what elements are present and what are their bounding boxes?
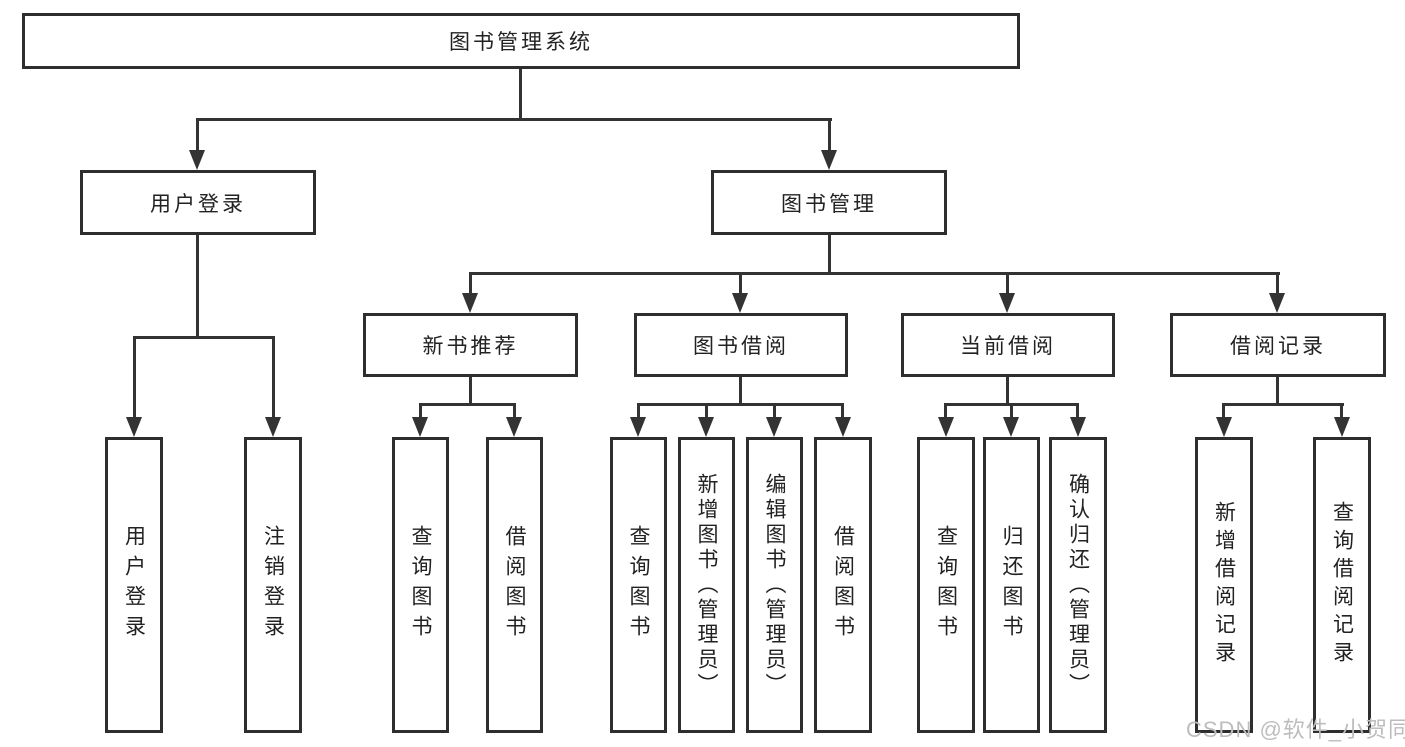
leaf-borrow-add-books-admin-label: 新增图书（管理员） (695, 472, 718, 698)
connector-leaf-stem (419, 403, 422, 417)
arrowhead (189, 150, 205, 170)
leaf-borrow-edit-books-admin-label: 编辑图书（管理员） (763, 472, 786, 698)
connector-leaf-stem (705, 403, 708, 417)
node-book-management-label: 图书管理 (781, 192, 877, 216)
connector-leaf-stem (841, 403, 844, 417)
arrowhead (1003, 417, 1019, 437)
connector-to-current-borrow (1006, 272, 1009, 293)
leaf-current-return-books: 归还图书 (983, 437, 1040, 733)
leaf-user-login-label: 用户登录 (122, 525, 146, 645)
node-new-book-recommend-label: 新书推荐 (422, 335, 519, 358)
arrowhead (766, 417, 782, 437)
connector-to-leaf-user-login (133, 336, 136, 417)
leaf-recommend-query-books-label: 查询图书 (409, 525, 432, 645)
arrowhead (1334, 417, 1350, 437)
connector-to-book-borrow (739, 272, 742, 293)
leaf-current-confirm-return-admin-label: 确认归还（管理员） (1066, 472, 1090, 698)
arrowhead (698, 417, 714, 437)
node-borrow-records-label: 借阅记录 (1230, 335, 1326, 358)
leaf-borrow-borrow-books: 借阅图书 (814, 437, 872, 733)
connector-level3-rail (469, 272, 1280, 275)
csdn-watermark: CSDN @软件_小贺同学 (1186, 717, 1405, 742)
arrowhead (938, 417, 954, 437)
connector-root-stem (519, 69, 522, 118)
arrowhead (412, 417, 428, 437)
leaf-records-query-record: 查询借阅记录 (1313, 437, 1371, 733)
connector-leaf-stem (944, 403, 947, 417)
arrowhead (835, 417, 851, 437)
connector-leaf-stem (1076, 403, 1079, 417)
node-user-login: 用户登录 (80, 170, 316, 235)
connector-leaf-stem (1340, 403, 1343, 417)
connector-recommend-stem (469, 377, 472, 403)
connector-records-rail (1222, 403, 1344, 406)
leaf-recommend-borrow-books-label: 借阅图书 (503, 525, 526, 645)
connector-leaf-stem (773, 403, 776, 417)
leaf-records-query-record-label: 查询借阅记录 (1330, 501, 1354, 669)
arrowhead (1216, 417, 1232, 437)
node-current-borrow-label: 当前借阅 (960, 335, 1056, 358)
node-new-book-recommend: 新书推荐 (363, 313, 578, 377)
connector-user-login-stem (196, 235, 199, 336)
connector-user-login-rail (133, 336, 275, 339)
arrowhead (732, 293, 748, 313)
leaf-recommend-query-books: 查询图书 (392, 437, 449, 733)
arrowhead (1269, 293, 1285, 313)
connector-leaf-stem (1010, 403, 1013, 417)
node-root: 图书管理系统 (22, 13, 1020, 69)
arrowhead (462, 293, 478, 313)
connector-to-leaf-logout (272, 336, 275, 417)
arrowhead (265, 417, 281, 437)
connector-to-user-login (196, 118, 199, 150)
connector-borrow-stem (739, 377, 742, 403)
connector-recommend-rail (419, 403, 516, 406)
leaf-current-confirm-return-admin: 确认归还（管理员） (1049, 437, 1107, 733)
arrowhead (630, 417, 646, 437)
connector-book-management-stem (828, 235, 831, 272)
connector-level2-rail (196, 118, 832, 121)
leaf-records-add-record: 新增借阅记录 (1195, 437, 1253, 733)
connector-to-new-book-recommend (469, 272, 472, 293)
leaf-recommend-borrow-books: 借阅图书 (486, 437, 543, 733)
node-current-borrow: 当前借阅 (901, 313, 1115, 377)
leaf-borrow-query-books: 查询图书 (610, 437, 667, 733)
connector-leaf-stem (637, 403, 640, 417)
leaf-current-query-books-label: 查询图书 (934, 525, 958, 645)
arrowhead (506, 417, 522, 437)
connector-current-stem (1006, 377, 1009, 403)
connector-to-book-management (828, 118, 831, 150)
connector-records-stem (1276, 377, 1279, 403)
node-book-management: 图书管理 (711, 170, 947, 235)
leaf-borrow-query-books-label: 查询图书 (627, 525, 650, 645)
node-user-login-label: 用户登录 (150, 192, 246, 216)
node-book-borrow: 图书借阅 (634, 313, 848, 377)
leaf-borrow-add-books-admin: 新增图书（管理员） (678, 437, 735, 733)
leaf-current-query-books: 查询图书 (917, 437, 975, 733)
node-borrow-records: 借阅记录 (1170, 313, 1386, 377)
arrowhead (999, 293, 1015, 313)
connector-borrow-rail (637, 403, 844, 406)
leaf-logout: 注销登录 (244, 437, 302, 733)
connector-to-borrow-records (1276, 272, 1279, 293)
node-book-borrow-label: 图书借阅 (693, 335, 789, 358)
leaf-records-add-record-label: 新增借阅记录 (1212, 501, 1236, 669)
arrowhead (1070, 417, 1086, 437)
arrowhead (821, 150, 837, 170)
leaf-borrow-edit-books-admin: 编辑图书（管理员） (746, 437, 803, 733)
node-root-label: 图书管理系统 (449, 31, 593, 54)
leaf-logout-label: 注销登录 (261, 525, 285, 645)
arrowhead (126, 417, 142, 437)
leaf-borrow-borrow-books-label: 借阅图书 (831, 525, 855, 645)
leaf-user-login: 用户登录 (105, 437, 163, 733)
leaf-current-return-books-label: 归还图书 (1000, 525, 1023, 645)
connector-leaf-stem (513, 403, 516, 417)
connector-leaf-stem (1222, 403, 1225, 417)
